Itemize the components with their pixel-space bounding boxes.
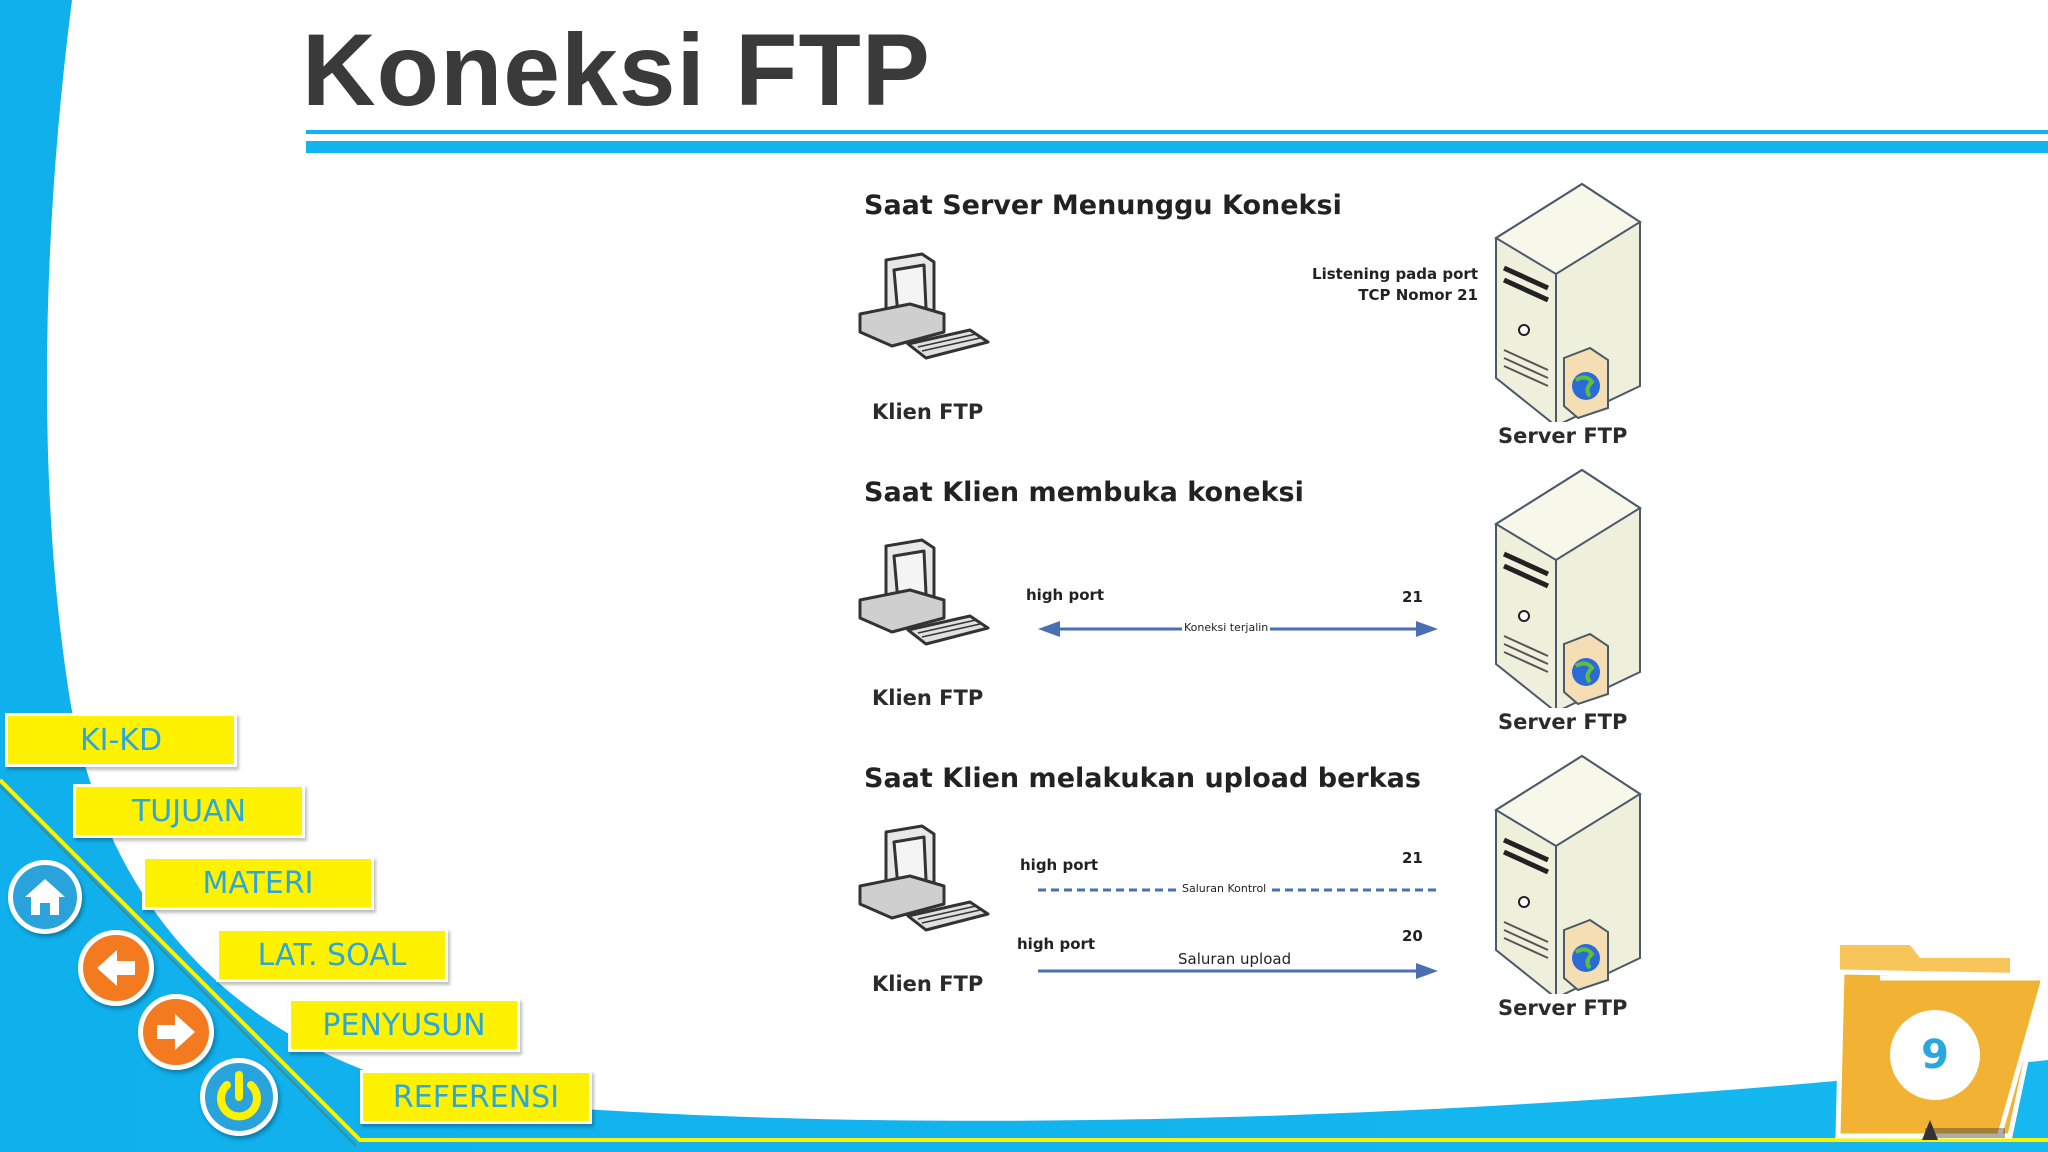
server-label: Server FTP [1498, 424, 1628, 448]
home-icon [25, 879, 65, 915]
server-label: Server FTP [1498, 710, 1628, 734]
slide-title: Koneksi FTP [302, 13, 931, 127]
section-title-waiting: Saat Server Menunggu Koneksi [864, 190, 1342, 221]
upload-right-port: 20 [1402, 927, 1423, 945]
section-title-upload: Saat Klien melakukan upload berkas [864, 763, 1421, 794]
right-port-label: 21 [1402, 588, 1423, 606]
upload-arrow [1038, 963, 1438, 979]
title-underline-thick [306, 141, 2048, 153]
server-icon [1494, 182, 1642, 422]
back-button[interactable] [78, 930, 154, 1006]
power-icon [217, 1071, 261, 1121]
nav-referensi-button[interactable]: REFERENSI [360, 1070, 592, 1124]
listening-note: Listening pada port TCP Nomor 21 [1292, 264, 1478, 306]
control-right-port: 21 [1402, 849, 1423, 867]
ftp-diagram: Saat Server Menunggu Koneksi Klien FTP L… [842, 172, 1672, 1022]
forward-button[interactable] [138, 994, 214, 1070]
home-button[interactable] [8, 860, 82, 934]
client-computer-icon [858, 252, 990, 360]
link-label: Koneksi terjalin [1182, 621, 1271, 634]
nav-ki-kd-button[interactable]: KI-KD [5, 713, 237, 767]
listening-line-1: Listening pada port [1312, 265, 1478, 283]
client-computer-icon [858, 538, 990, 646]
page-number: 9 [1890, 1010, 1980, 1100]
client-label: Klien FTP [872, 686, 984, 710]
nav-tujuan-button[interactable]: TUJUAN [73, 784, 305, 838]
exit-button[interactable] [200, 1058, 278, 1136]
listening-line-2: TCP Nomor 21 [1358, 286, 1478, 304]
client-label: Klien FTP [872, 972, 984, 996]
control-channel-label: Saluran Kontrol [1180, 882, 1269, 895]
nav-materi-button[interactable]: MATERI [142, 856, 374, 910]
server-icon [1494, 754, 1642, 994]
server-icon [1494, 468, 1642, 708]
left-port-label: high port [1026, 586, 1105, 604]
title-underline [306, 130, 2048, 134]
upload-left-port: high port [1017, 935, 1096, 953]
section-title-open-connection: Saat Klien membuka koneksi [864, 477, 1304, 508]
server-label: Server FTP [1498, 996, 1628, 1020]
nav-penyusun-button[interactable]: PENYUSUN [288, 998, 520, 1052]
nav-lat-soal-button[interactable]: LAT. SOAL [216, 928, 448, 982]
control-left-port: high port [1020, 856, 1099, 874]
upload-channel-label: Saluran upload [1176, 950, 1294, 968]
client-label: Klien FTP [872, 400, 984, 424]
forward-arrow-icon [157, 1014, 195, 1050]
back-arrow-icon [97, 950, 135, 986]
client-computer-icon [858, 824, 990, 932]
